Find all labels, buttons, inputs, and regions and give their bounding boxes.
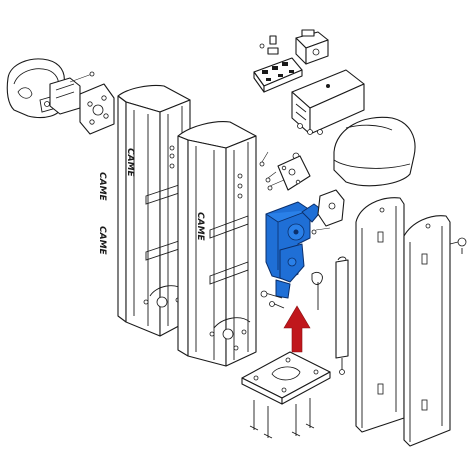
door-panel-2 (403, 215, 451, 447)
arrow-up-icon (283, 305, 311, 353)
gearmotor-highlighted (265, 201, 323, 299)
cabinet-brand-mark: CAME (97, 226, 107, 256)
release-parts (260, 271, 323, 310)
connector-parts (259, 35, 279, 55)
lever-bracket-part (311, 189, 345, 235)
cabinet-brand-mark: CAME (125, 148, 135, 178)
dome-cover-part (333, 116, 416, 187)
transformer-part (295, 29, 329, 65)
cabinet-right (177, 121, 257, 367)
cabinet-brand-mark: CAME (97, 172, 107, 202)
control-board-part (253, 57, 303, 93)
anchor-plate-part (241, 351, 331, 439)
control-box-part (291, 69, 365, 135)
lock-key-part (449, 237, 467, 254)
cabinet-brand-mark: CAME (195, 212, 205, 242)
mounting-plate-part (79, 83, 115, 135)
spring-rod-part (335, 256, 349, 375)
limit-plate-part (267, 155, 311, 191)
door-panel-1 (355, 197, 405, 433)
